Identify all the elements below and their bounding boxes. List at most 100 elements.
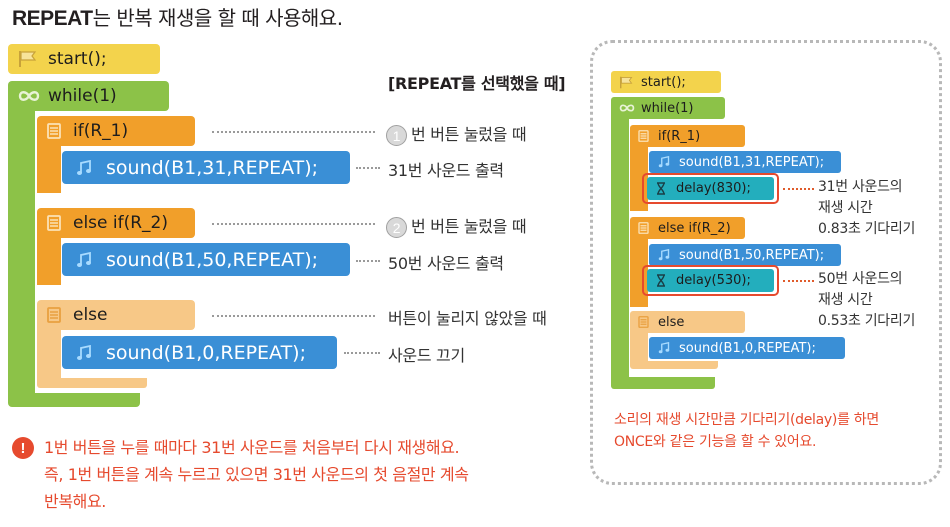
else-if-block-small: else if(R_2) bbox=[630, 217, 745, 239]
sound-block-small-1: sound(B1,31,REPEAT); bbox=[649, 151, 841, 173]
else-block-small: else bbox=[630, 311, 745, 333]
output-2-label: 50번 사운드 출력 bbox=[388, 254, 504, 273]
while-bar-small bbox=[611, 117, 629, 380]
delay-2-note-line-2: 재생 시간 bbox=[818, 292, 873, 308]
if-label: if(R_1) bbox=[73, 121, 129, 141]
delay-highlight-2 bbox=[642, 265, 779, 296]
sound-block-2: sound(B1,50,REPEAT); bbox=[62, 243, 350, 276]
while-foot-small bbox=[611, 377, 715, 389]
if-bar bbox=[37, 143, 61, 193]
if-block-small: if(R_1) bbox=[630, 125, 745, 147]
start-label-small: start(); bbox=[641, 74, 686, 90]
delay-1-label: delay(830); bbox=[676, 181, 751, 196]
if-label-small: if(R_1) bbox=[658, 128, 701, 144]
else-bar bbox=[37, 327, 61, 383]
music-note-icon bbox=[658, 249, 670, 261]
sound-small-3-label: sound(B1,0,REPEAT); bbox=[679, 340, 816, 356]
music-note-icon bbox=[76, 251, 92, 268]
while-label: while(1) bbox=[48, 86, 117, 106]
repeat-heading: [REPEAT를 선택했을 때] bbox=[388, 74, 566, 93]
list-icon bbox=[638, 130, 649, 142]
flag-icon bbox=[619, 76, 634, 89]
delay-tip-line-2: ONCE와 같은 기능을 할 수 있어요. bbox=[614, 434, 817, 450]
music-note-icon bbox=[658, 342, 670, 354]
dotted-leader bbox=[344, 352, 380, 354]
delay-1-note-line-1: 31번 사운드의 bbox=[818, 179, 903, 195]
else-foot bbox=[37, 378, 147, 388]
warning-line-3: 반복해요. bbox=[44, 492, 106, 511]
title-keyword: REPEAT bbox=[12, 7, 93, 30]
list-icon bbox=[638, 316, 649, 328]
list-icon bbox=[47, 215, 61, 231]
infinity-icon bbox=[619, 103, 635, 113]
delay-example-panel bbox=[590, 40, 942, 485]
press-1-text: 번 버튼 눌렀을 때 bbox=[411, 125, 527, 144]
output-1-label: 31번 사운드 출력 bbox=[388, 161, 504, 180]
sound-block-small-3: sound(B1,0,REPEAT); bbox=[649, 337, 845, 359]
red-dotted-leader bbox=[783, 188, 814, 190]
sound-2-label: sound(B1,50,REPEAT); bbox=[106, 248, 319, 271]
dotted-leader bbox=[212, 223, 375, 225]
else-label: else bbox=[73, 305, 108, 325]
delay-2-note-line-1: 50번 사운드의 bbox=[818, 271, 903, 287]
start-block-small: start(); bbox=[611, 71, 721, 93]
dotted-leader bbox=[212, 315, 375, 317]
while-foot bbox=[8, 393, 140, 407]
sound-small-1-label: sound(B1,31,REPEAT); bbox=[679, 154, 825, 170]
while-label-small: while(1) bbox=[641, 100, 694, 116]
music-note-icon bbox=[76, 344, 92, 361]
else-bar-small bbox=[630, 331, 648, 365]
sound-3-label: sound(B1,0,REPEAT); bbox=[106, 341, 306, 364]
delay-2-note-line-3: 0.53초 기다리기 bbox=[818, 313, 916, 329]
music-note-icon bbox=[76, 159, 92, 176]
else-if-label-small: else if(R_2) bbox=[658, 220, 731, 236]
while-block: while(1) bbox=[8, 81, 169, 111]
if-block: if(R_1) bbox=[37, 116, 195, 146]
start-label: start(); bbox=[48, 49, 107, 69]
red-dotted-leader bbox=[783, 280, 814, 282]
press-2-text: 번 버튼 눌렀을 때 bbox=[411, 217, 527, 236]
flag-icon bbox=[18, 50, 38, 68]
while-block-small: while(1) bbox=[611, 97, 725, 119]
hourglass-icon bbox=[656, 182, 666, 195]
delay-2-label: delay(530); bbox=[676, 273, 751, 288]
infinity-icon bbox=[18, 89, 40, 103]
else-if-label: else if(R_2) bbox=[73, 213, 169, 233]
else-label-small: else bbox=[658, 314, 685, 330]
list-icon bbox=[47, 307, 61, 323]
sound-block-1: sound(B1,31,REPEAT); bbox=[62, 151, 350, 184]
hourglass-icon bbox=[656, 274, 666, 287]
delay-highlight-1 bbox=[642, 173, 779, 204]
start-block: start(); bbox=[8, 44, 160, 74]
sound-1-label: sound(B1,31,REPEAT); bbox=[106, 156, 319, 179]
sound-block-3: sound(B1,0,REPEAT); bbox=[62, 336, 337, 369]
delay-block-1: delay(830); bbox=[647, 177, 774, 200]
music-note-icon bbox=[658, 156, 670, 168]
delay-1-note-line-2: 재생 시간 bbox=[818, 200, 873, 216]
else-if-bar bbox=[37, 235, 61, 285]
dotted-leader bbox=[212, 131, 375, 133]
list-icon bbox=[47, 123, 61, 139]
sound-off-label: 사운드 끄기 bbox=[388, 346, 465, 365]
delay-tip-line-1: 소리의 재생 시간만큼 기다리기(delay)를 하면 bbox=[614, 412, 879, 428]
warning-badge: ! bbox=[12, 437, 34, 459]
sound-block-small-2: sound(B1,50,REPEAT); bbox=[649, 244, 841, 266]
delay-block-2: delay(530); bbox=[647, 269, 774, 292]
warning-line-2: 즉, 1번 버튼을 계속 누르고 있으면 31번 사운드의 첫 음절만 계속 bbox=[44, 465, 469, 484]
no-press-label: 버튼이 눌리지 않았을 때 bbox=[388, 309, 547, 328]
circled-number-icon: 2 bbox=[386, 217, 407, 238]
else-foot-small bbox=[630, 361, 718, 369]
while-bar bbox=[8, 108, 35, 397]
sound-small-2-label: sound(B1,50,REPEAT); bbox=[679, 247, 825, 263]
exclamation-icon: ! bbox=[12, 437, 34, 459]
list-icon bbox=[638, 222, 649, 234]
warning-line-1: 1번 버튼을 누를 때마다 31번 사운드를 처음부터 다시 재생해요. bbox=[44, 438, 460, 457]
title-text: 는 반복 재생을 할 때 사용해요. bbox=[92, 6, 343, 30]
else-if-block: else if(R_2) bbox=[37, 208, 195, 238]
delay-1-note-line-3: 0.83초 기다리기 bbox=[818, 221, 916, 237]
else-block: else bbox=[37, 300, 195, 330]
circled-number-icon: 1 bbox=[386, 125, 407, 146]
dotted-leader bbox=[356, 167, 380, 169]
